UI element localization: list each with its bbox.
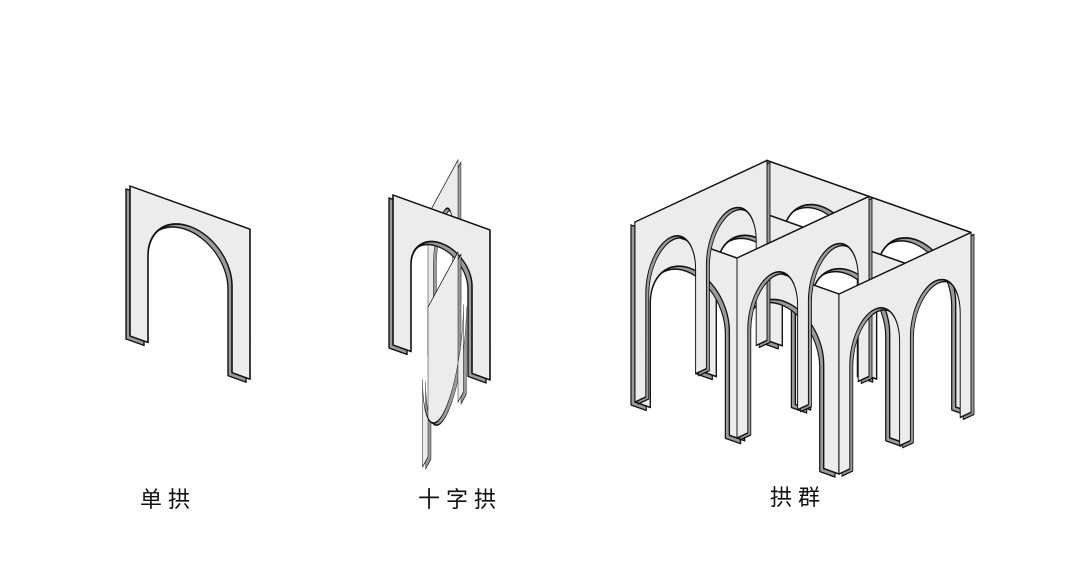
- cross-arch: [388, 159, 491, 470]
- arch-group-slab-transverse: [736, 195, 873, 441]
- label-single-arch: 单拱: [140, 488, 197, 513]
- label-arch-group: 拱群: [770, 486, 827, 511]
- arch-group-slab-transverse: [634, 159, 771, 405]
- arch-slab-longitudinal: [388, 194, 491, 384]
- arch-slab: [125, 185, 251, 383]
- label-cross-arch: 十字拱: [418, 488, 503, 513]
- single-arch: [125, 185, 251, 383]
- arch-group: [630, 159, 975, 478]
- arch-group-slab-transverse: [838, 231, 975, 477]
- slab-face: [634, 159, 768, 403]
- slab-face: [736, 195, 870, 439]
- slab-face: [422, 251, 464, 468]
- slab-face: [838, 231, 972, 475]
- slab-face: [392, 194, 491, 381]
- slab-face: [129, 185, 251, 381]
- arch-slab-transverse-front: [422, 251, 467, 470]
